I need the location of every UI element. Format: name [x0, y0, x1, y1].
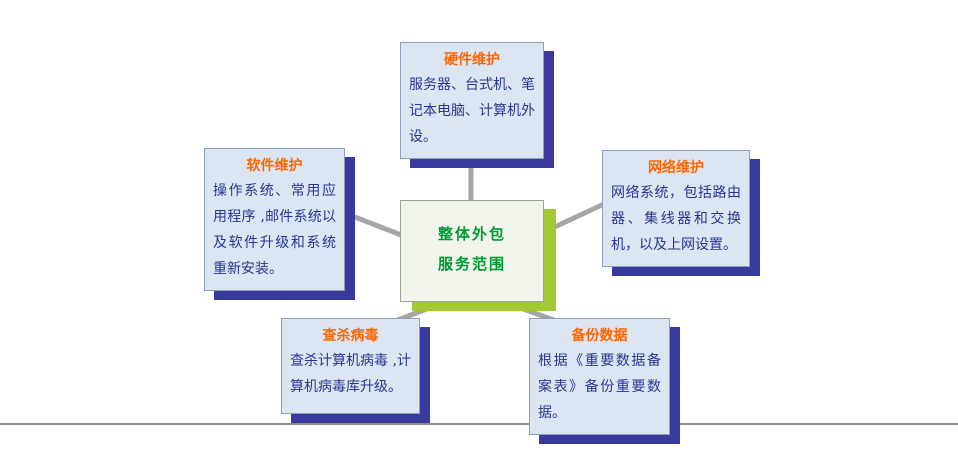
node-hardware-title: 硬件维护	[444, 52, 500, 68]
center-node-line2: 服务范围	[437, 255, 506, 273]
node-hardware-body: 服务器、台式机、笔记本电脑、计算机外设。	[409, 77, 535, 145]
node-network-title: 网络维护	[648, 160, 704, 176]
node-software-title: 软件维护	[246, 158, 303, 174]
node-network-maintenance: 网络维护 网络系统，包括路由器、集线器和交换机，以及上网设置。	[602, 150, 750, 267]
node-software-body: 操作系统、常用应用程序 ,邮件系统以及软件升级和系统重新安装。	[213, 183, 336, 277]
node-backup-body: 根据《重要数据备案表》备份重要数据。	[538, 353, 661, 421]
node-virus-scan: 查杀病毒 查杀计算机病毒 ,计算机病毒库升级。	[281, 318, 420, 414]
node-backup-title: 备份数据	[571, 328, 628, 344]
bottom-divider-line	[0, 423, 958, 425]
connector-right	[531, 201, 606, 240]
node-virus-title: 查杀病毒	[322, 328, 379, 344]
node-network-body: 网络系统，包括路由器、集线器和交换机，以及上网设置。	[611, 185, 741, 253]
node-virus-body: 查杀计算机病毒 ,计算机病毒库升级。	[290, 353, 411, 395]
center-node-line1: 整体外包	[437, 225, 506, 243]
node-software-maintenance: 软件维护 操作系统、常用应用程序 ,邮件系统以及软件升级和系统重新安装。	[204, 148, 345, 291]
center-node-outsourcing-scope: 整体外包 服务范围	[400, 200, 544, 302]
node-hardware-maintenance: 硬件维护 服务器、台式机、笔记本电脑、计算机外设。	[400, 42, 544, 159]
node-data-backup: 备份数据 根据《重要数据备案表》备份重要数据。	[529, 318, 670, 435]
